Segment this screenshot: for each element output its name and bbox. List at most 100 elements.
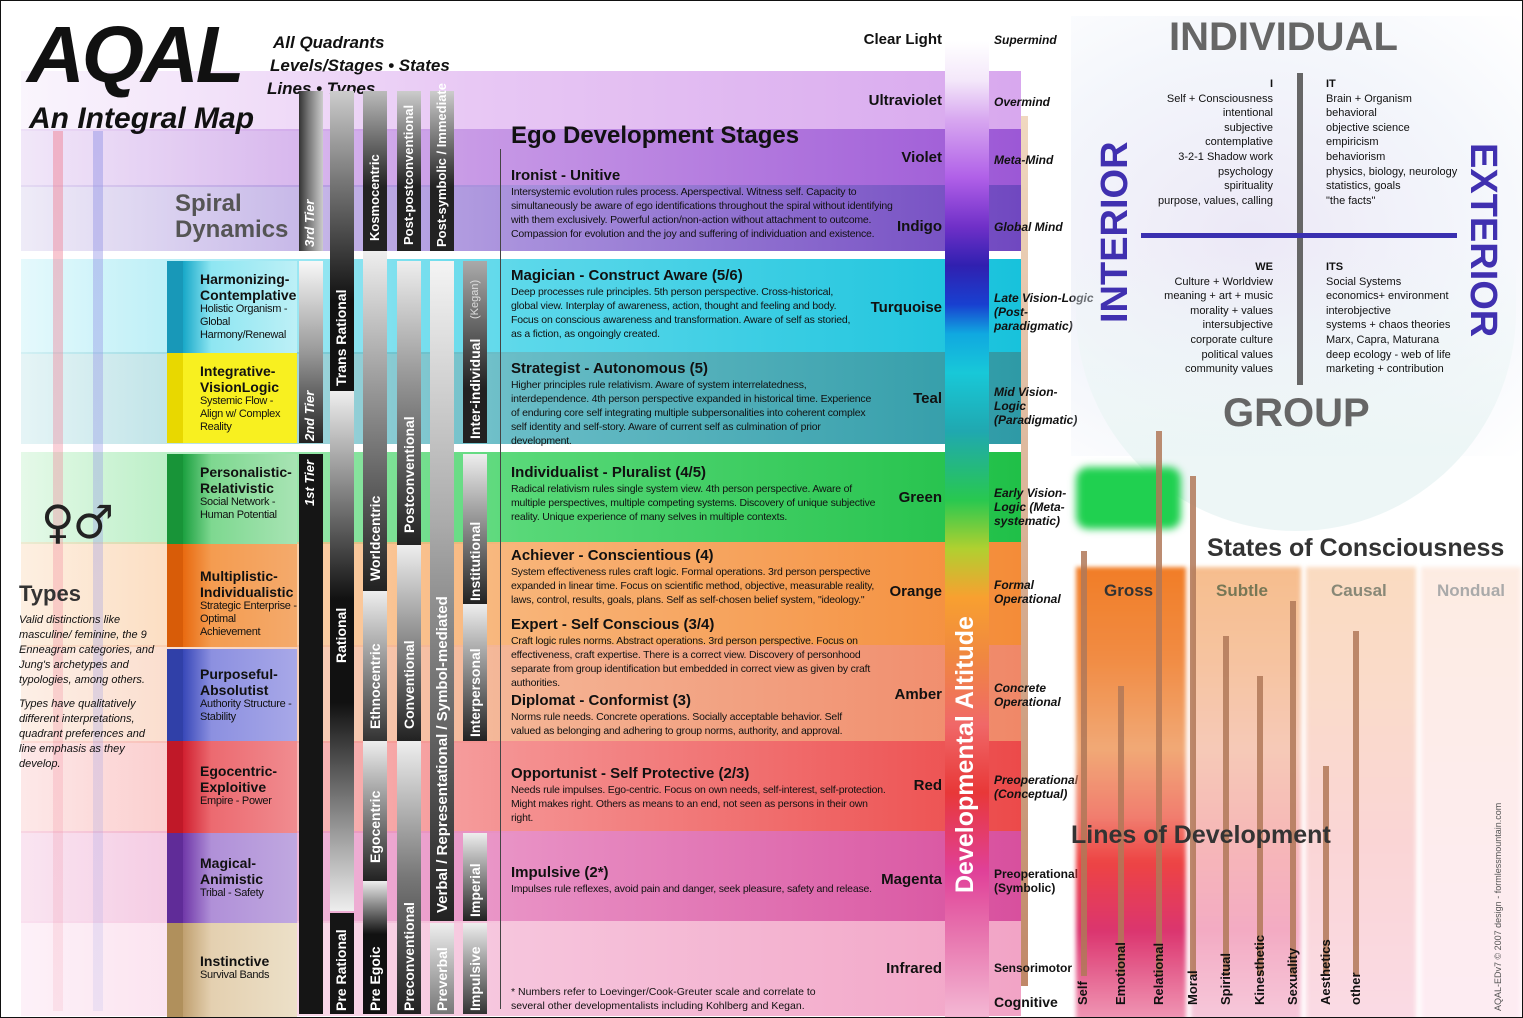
state-gross: Gross bbox=[1104, 581, 1154, 600]
altitude-clear-light: Clear Light bbox=[863, 31, 942, 48]
postconventional-bar bbox=[397, 261, 421, 545]
trans-rational-bar bbox=[330, 91, 354, 391]
institutional-bar bbox=[463, 454, 487, 604]
states-title: States of Consciousness bbox=[1207, 534, 1505, 562]
header-line-2: Levels/Stages • States bbox=[270, 56, 450, 75]
cog-global-mind: Global Mind bbox=[994, 220, 1063, 234]
egocentric-label: Egocentric bbox=[367, 790, 383, 863]
types-desc-2: Types have qualitatively different inter… bbox=[19, 698, 145, 770]
egocentric-bar bbox=[363, 741, 387, 881]
inter-individual-label: Inter-individual bbox=[467, 338, 483, 439]
kosmocentric-label: Kosmocentric bbox=[367, 154, 382, 241]
cog-supermind: Supermind bbox=[994, 33, 1057, 47]
line-label-other: other bbox=[1348, 972, 1363, 1006]
interpersonal-bar bbox=[463, 604, 487, 741]
cog-mid-vision: Mid Vision-Logic (Paradigmatic) bbox=[994, 385, 1078, 427]
spiral-dynamics-title: Spiral Dynamics bbox=[175, 190, 289, 243]
conventional-bar bbox=[397, 545, 421, 741]
pre-egoic-label: Pre Egoic bbox=[367, 946, 383, 1011]
types-line-2 bbox=[93, 131, 103, 1011]
cog-cognitive-label: Cognitive bbox=[994, 994, 1058, 1010]
stage-individualist: Individualist - Pluralist (4/5)Radical r… bbox=[511, 464, 876, 523]
line-label-emotional: Emotional bbox=[1113, 942, 1128, 1005]
cog-formal: Formal Operational bbox=[994, 578, 1061, 606]
ego-stage-guide bbox=[500, 149, 501, 1009]
imperial-label: Imperial bbox=[467, 863, 483, 917]
cog-early-vision: Early Vision-Logic (Meta-systematic) bbox=[994, 486, 1067, 528]
imperial-bar bbox=[463, 833, 487, 921]
types-desc-1: Valid distinctions like masculine/ femin… bbox=[19, 614, 155, 686]
cog-preop-symbolic: Preoperational (Symbolic) bbox=[994, 867, 1079, 895]
exterior-label: EXTERIOR bbox=[1462, 143, 1504, 338]
subtitle: An Integral Map bbox=[29, 102, 255, 135]
worldcentric-bar bbox=[363, 251, 387, 591]
stage-achiever: Achiever - Conscientious (4)System effec… bbox=[511, 547, 875, 606]
post-symbolic-bar bbox=[430, 91, 454, 251]
line-relational-bar bbox=[1156, 431, 1162, 976]
band-ultraviolet bbox=[21, 71, 1021, 131]
line-label-sexuality: Sexuality bbox=[1285, 947, 1300, 1005]
header-line-3: Lines • Types bbox=[267, 79, 376, 98]
types-line-1 bbox=[53, 131, 63, 1011]
preverbal-bar bbox=[430, 923, 454, 1014]
altitude-ultraviolet: Ultraviolet bbox=[868, 92, 942, 109]
footnote: * Numbers refer to Loevinger/Cook-Greute… bbox=[511, 986, 816, 1012]
line-label-aesthetics: Aesthetics bbox=[1318, 939, 1333, 1005]
post-postconventional-bar bbox=[397, 91, 421, 251]
state-causal: Causal bbox=[1331, 581, 1387, 600]
kegan-label: (Kegan) bbox=[469, 279, 481, 319]
rational-label: Rational bbox=[333, 607, 349, 663]
line-moral-bar bbox=[1190, 476, 1196, 976]
post-symbolic-label: Post-symbolic / Immediate bbox=[434, 83, 449, 247]
kosmocentric-bar bbox=[363, 91, 387, 251]
line-self-bar bbox=[1081, 551, 1087, 976]
quadrant-horizontal-axis bbox=[1141, 233, 1457, 238]
stage-strategist: Strategist - Autonomous (5)Higher princi… bbox=[511, 360, 872, 447]
preverbal-label: Preverbal bbox=[434, 947, 450, 1011]
state-subtle-bar bbox=[1191, 567, 1301, 1017]
impulsive-label: Impulsive bbox=[467, 946, 483, 1011]
developmental-altitude-bar bbox=[945, 41, 989, 1017]
developmental-altitude-label: Developmental Altitude bbox=[951, 616, 979, 893]
line-emotional-bar bbox=[1118, 686, 1124, 976]
tier-3-label: 3rd Tier bbox=[302, 199, 317, 247]
gender-symbols: ♀♂ bbox=[41, 495, 114, 549]
verbal-bar bbox=[430, 261, 454, 921]
stage-opportunist: Opportunist - Self Protective (2/3)Needs… bbox=[511, 765, 886, 824]
line-aesthetics-bar bbox=[1323, 766, 1329, 976]
altitude-magenta: Magenta bbox=[881, 871, 942, 888]
cog-concrete: Concrete Operational bbox=[994, 681, 1061, 709]
interpersonal-label: Interpersonal bbox=[467, 648, 483, 737]
green-glow bbox=[1076, 467, 1181, 529]
interior-label: INTERIOR bbox=[1094, 141, 1136, 323]
tier-2-label: 2nd Tier bbox=[302, 390, 317, 441]
quadrant-vertical-axis bbox=[1297, 73, 1303, 385]
pre-rational-label: Pre Rational bbox=[333, 929, 349, 1011]
ethnocentric-bar bbox=[363, 591, 387, 741]
line-spiritual-bar bbox=[1223, 636, 1229, 976]
band-violet bbox=[21, 129, 1021, 187]
line-label-spiritual: Spiritual bbox=[1218, 952, 1233, 1005]
main-title: AQAL bbox=[27, 10, 245, 99]
cog-meta-mind: Meta-Mind bbox=[994, 153, 1054, 167]
state-subtle: Subtle bbox=[1216, 581, 1268, 600]
ethnocentric-label: Ethnocentric bbox=[367, 643, 383, 729]
stage-magician: Magician - Construct Aware (5/6)Deep pro… bbox=[511, 267, 851, 340]
pre-egoic-bar bbox=[363, 881, 387, 1014]
line-label-relational: Relational bbox=[1151, 942, 1166, 1005]
altitude-amber: Amber bbox=[894, 686, 942, 703]
lines-of-development-title: Lines of Development bbox=[1071, 821, 1331, 849]
altitude-infrared: Infrared bbox=[886, 960, 942, 977]
stage-diplomat: Diplomat - Conformist (3)Norms rule need… bbox=[511, 692, 843, 737]
impulsive-bar bbox=[463, 923, 487, 1014]
altitude-orange: Orange bbox=[889, 583, 942, 600]
